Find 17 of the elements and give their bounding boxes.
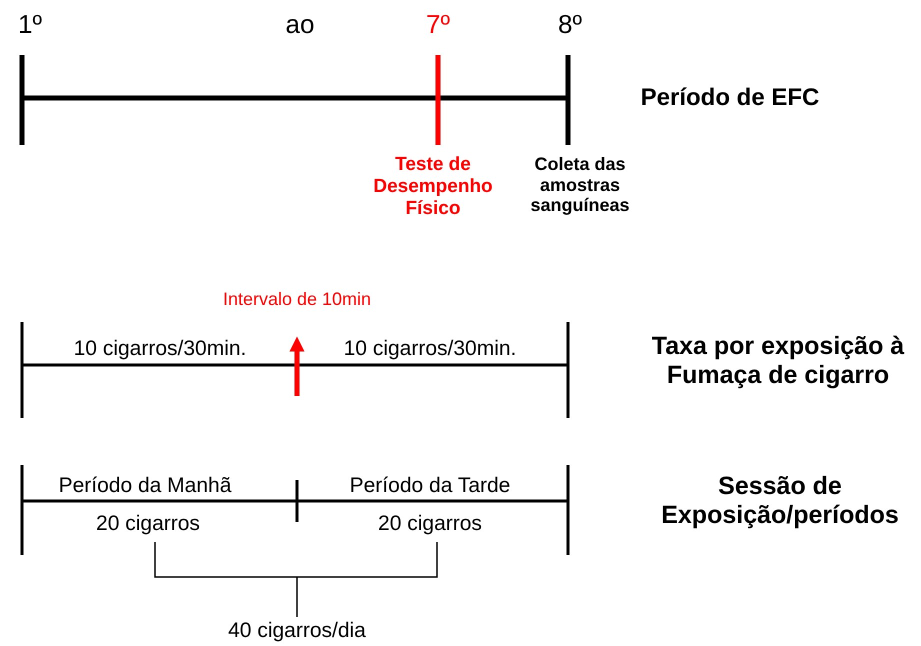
interval-label: Intervalo de 10min	[222, 289, 372, 309]
count-label: 20 cigarros	[96, 512, 200, 535]
count-label: 20 cigarros	[378, 512, 482, 535]
period-label: Período da Tarde	[350, 474, 510, 497]
day-label: 1º	[18, 9, 42, 39]
timeline-title: Sessão de Exposição/períodos	[661, 472, 899, 529]
rate-label: 10 cigarros/30min.	[344, 337, 516, 360]
timeline-title: Taxa por exposição à Fumaça de cigarro	[652, 332, 904, 389]
period-label: Período da Manhã	[58, 474, 232, 497]
event-label: Teste de Desempenho Físico	[373, 154, 493, 219]
rate-label: 10 cigarros/30min.	[74, 337, 246, 360]
day-label: ao	[286, 9, 314, 39]
total-label: 40 cigarros/dia	[228, 619, 366, 642]
day-label: 8º	[558, 9, 582, 39]
event-label: Coleta das amostras sanguíneas	[530, 154, 630, 216]
day-label: 7º	[426, 9, 450, 39]
timeline-title: Período de EFC	[640, 84, 820, 111]
